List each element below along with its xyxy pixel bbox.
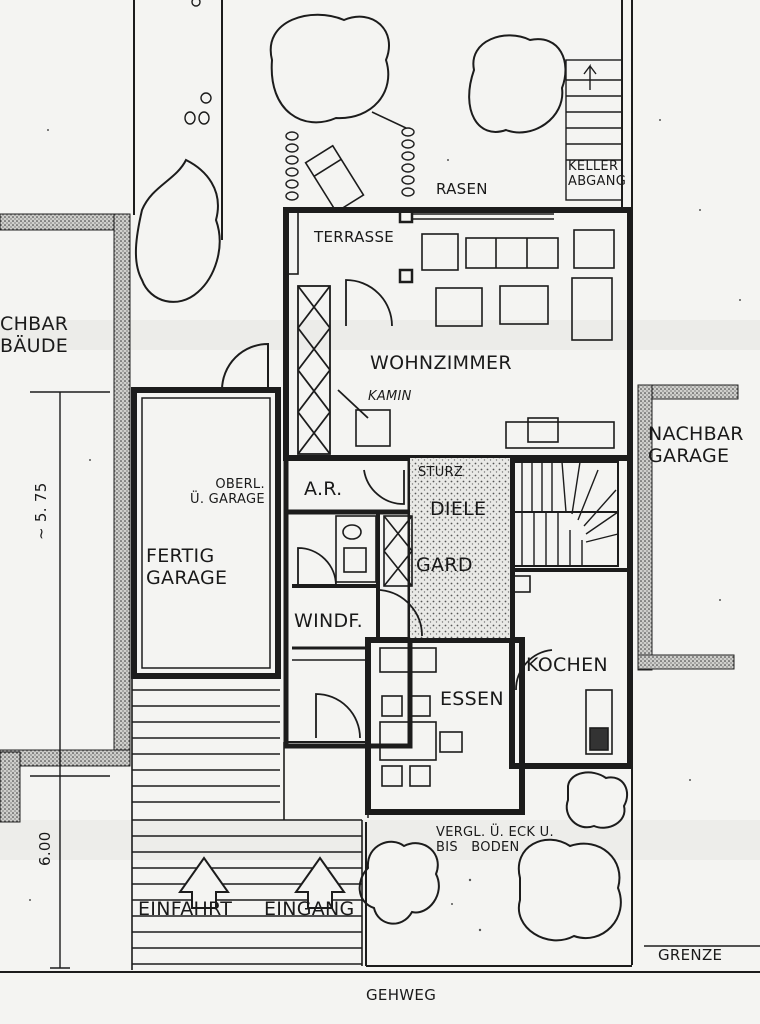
label-gehweg: GEHWEG xyxy=(366,986,437,1004)
neighbour-garage xyxy=(637,384,739,671)
keller-stairs xyxy=(565,59,623,201)
dining-furniture xyxy=(379,647,463,787)
dimension-600: 6.00 xyxy=(36,831,54,866)
label-nachbar-gebaeude: CHBAR BÄUDE xyxy=(0,313,69,357)
label-wohnzimmer: WOHNZIMMER xyxy=(370,352,512,374)
gard-cabinet xyxy=(383,515,413,587)
dimension-575: ~ 5. 75 xyxy=(32,482,50,540)
kamin-column xyxy=(297,285,369,455)
trees xyxy=(134,13,629,942)
label-oberl-garage: OBERL. Ü. GARAGE xyxy=(190,477,265,507)
label-gard: GARD xyxy=(416,554,473,576)
neighbour-building xyxy=(0,213,131,823)
label-sturz: STURZ xyxy=(418,465,464,480)
label-essen: ESSEN xyxy=(440,688,504,710)
label-rasen: RASEN xyxy=(436,180,488,198)
label-kochen: KOCHEN xyxy=(526,654,608,676)
label-keller-abgang: KELLER ABGANG xyxy=(568,159,627,189)
street-boundary xyxy=(0,945,760,973)
label-fertig-garage: FERTIG GARAGE xyxy=(146,545,228,589)
label-ar: A.R. xyxy=(304,478,343,500)
fertig-garage xyxy=(131,342,281,679)
label-nachbar-garage: NACHBAR GARAGE xyxy=(648,423,744,467)
eingang-arrow xyxy=(294,856,346,909)
label-windf: WINDF. xyxy=(294,610,363,632)
living-furniture xyxy=(355,229,615,449)
label-grenze: GRENZE xyxy=(658,946,723,964)
diele-floor xyxy=(410,458,510,638)
label-vergl-note: VERGL. Ü. ECK U. BIS BODEN xyxy=(436,825,554,855)
label-terrasse: TERRASSE xyxy=(314,228,395,246)
staircase xyxy=(511,461,619,567)
einfahrt-arrow xyxy=(178,856,230,909)
label-diele: DIELE xyxy=(430,498,487,520)
dimension-lines xyxy=(30,391,110,969)
label-einfahrt: EINFAHRT xyxy=(138,898,233,920)
label-eingang: EINGANG xyxy=(264,898,355,920)
label-kamin: KAMIN xyxy=(368,389,412,404)
